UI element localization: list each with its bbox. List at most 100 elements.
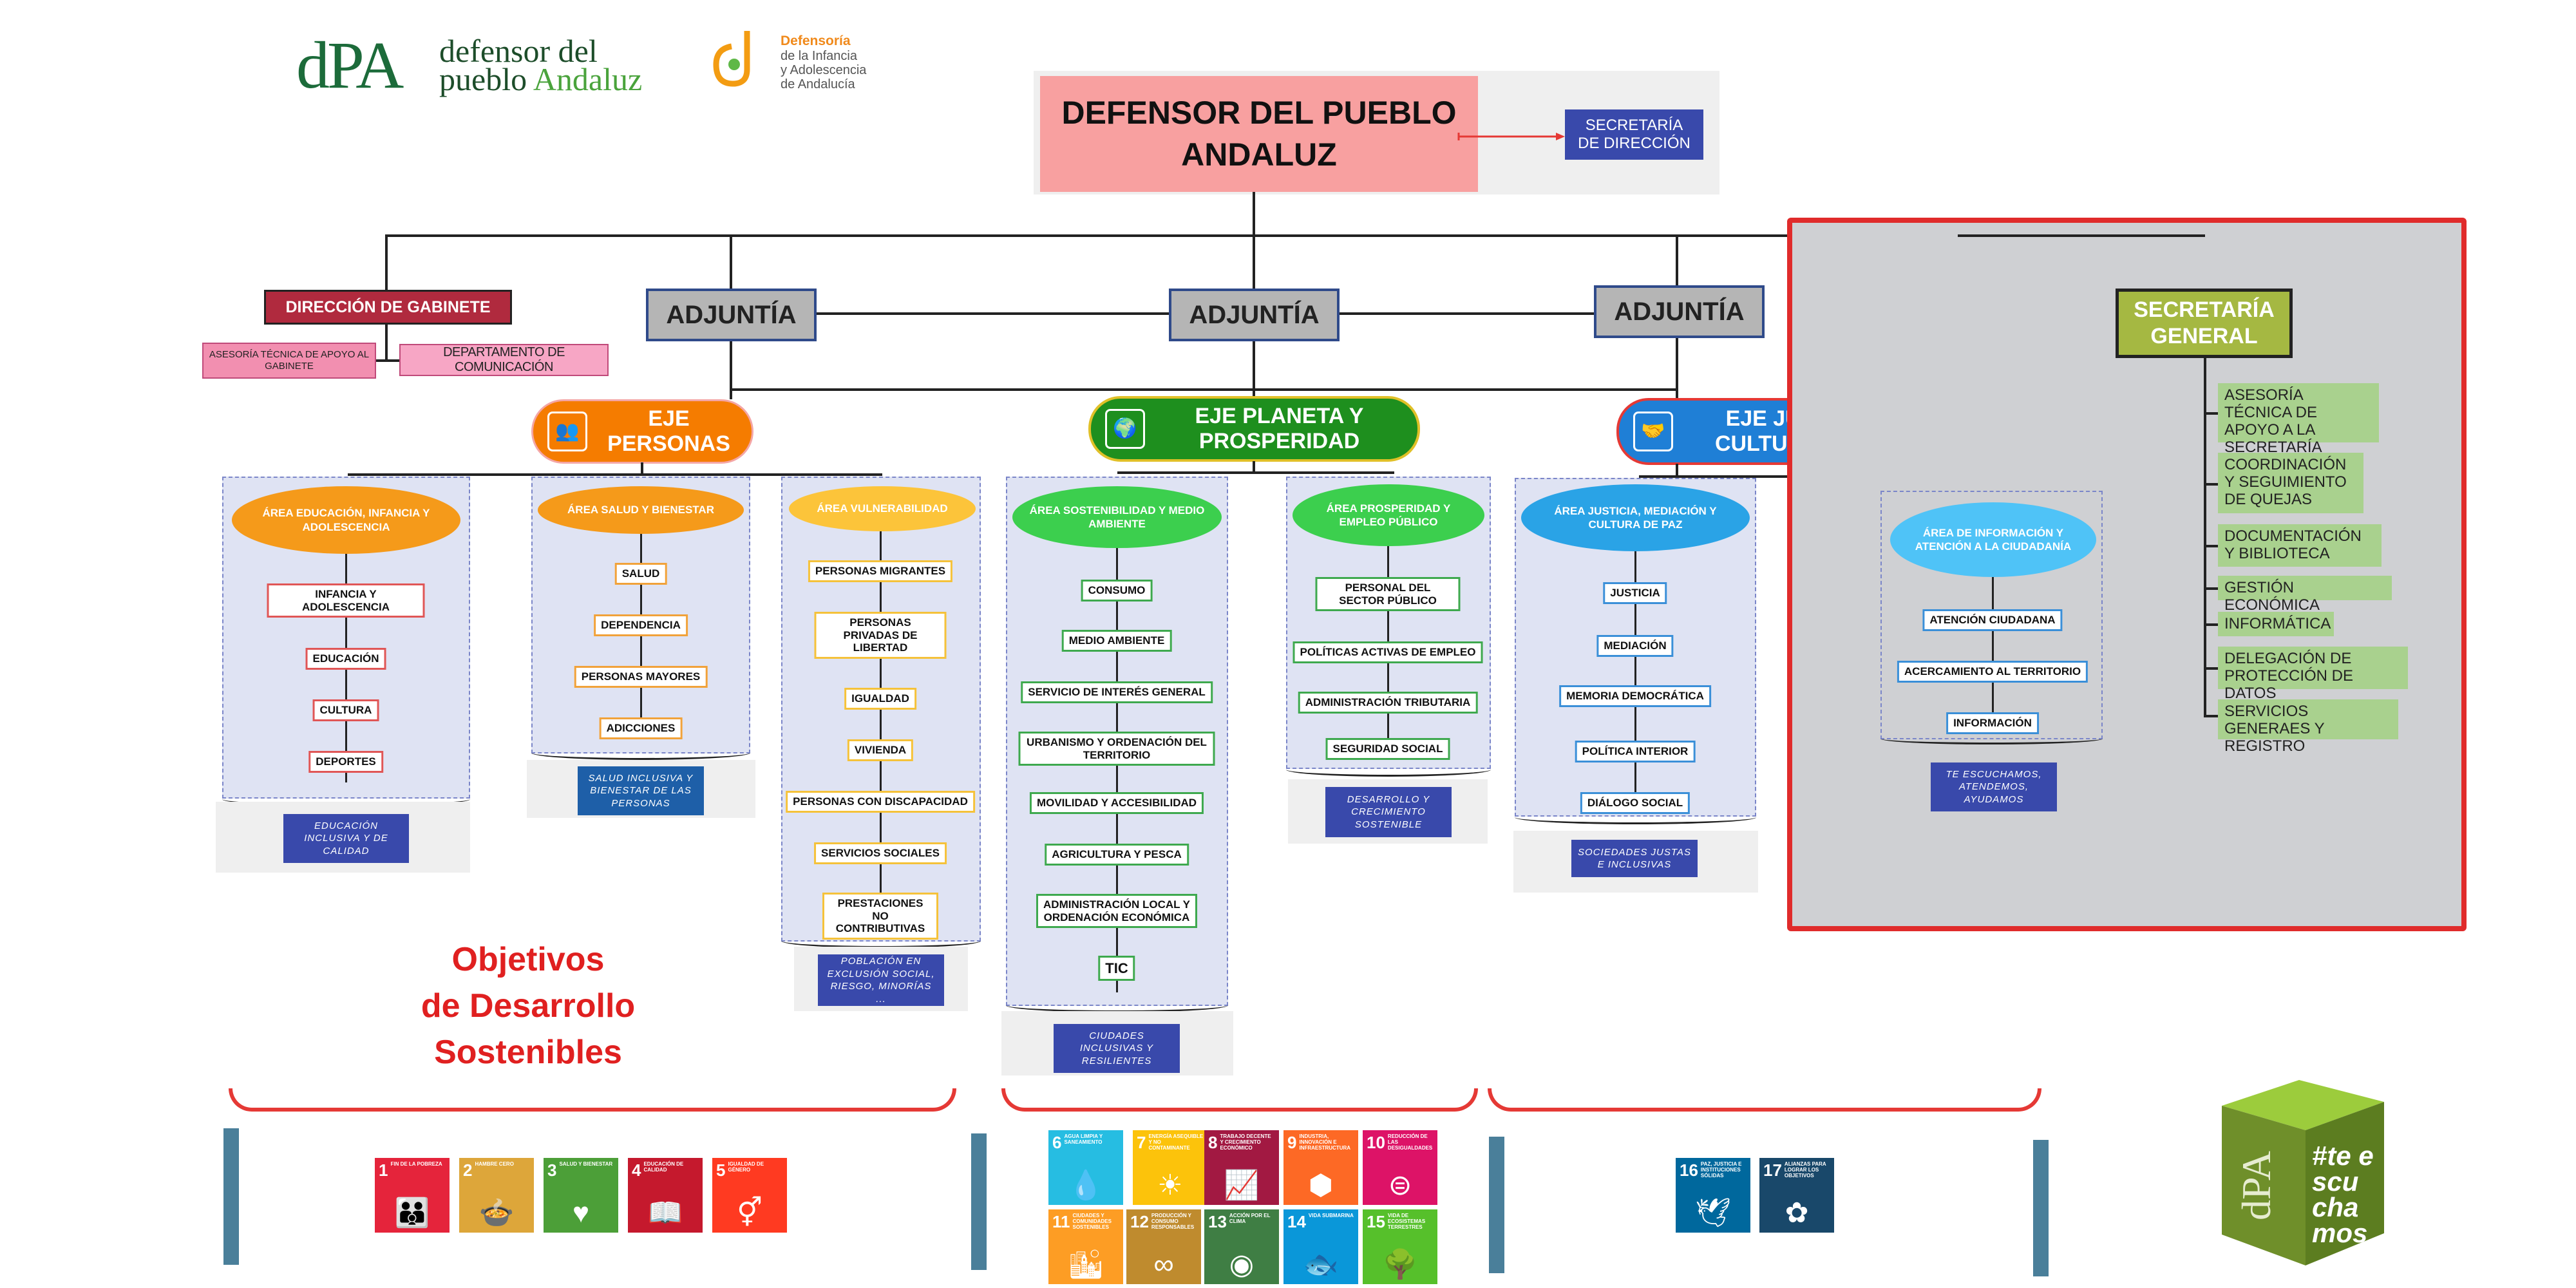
connector-sg-item-2 xyxy=(2204,545,2218,547)
ods-number: 3 xyxy=(547,1160,557,1180)
ods-heading: Objetivos de Desarrollo Sostenibles xyxy=(412,937,644,1075)
area-prosperidad-bracket xyxy=(1286,762,1491,777)
ods-label: Acción por el clima xyxy=(1229,1213,1271,1224)
connector-adj1 xyxy=(730,234,732,290)
ods-label: Paz, justicia e instituciones sólidas xyxy=(1700,1161,1742,1179)
ods-heading-line2: de Desarrollo xyxy=(421,987,636,1025)
ods-16-icon: 16Paz, justicia e instituciones sólidas 🕊 xyxy=(1676,1158,1750,1233)
connector-top-horizontal xyxy=(385,234,2205,237)
tag-educacion: EDUCACIÓN INCLUSIVA Y DE CALIDAD xyxy=(283,814,409,863)
ods-number: 6 xyxy=(1052,1133,1062,1152)
ods-divider xyxy=(223,1128,239,1265)
area-sostenibilidad-title: ÁREA SOSTENIBILIDAD Y MEDIO AMBIENTE xyxy=(1012,486,1222,548)
secretaria-arrow xyxy=(1457,132,1566,140)
ods-label: Reducción de las desigualdades xyxy=(1387,1133,1433,1151)
area-justicia-bracket xyxy=(1515,810,1756,824)
area-informacion-item: ATENCIÓN CIUDADANA xyxy=(1922,609,2063,631)
area-vulnerabilidad-title: ÁREA VULNERABILIDAD xyxy=(789,486,976,531)
ods-number: 5 xyxy=(716,1160,726,1180)
ods-6-icon: 6Agua limpia y saneamiento💧 xyxy=(1048,1130,1123,1205)
ods-label: Salud y bienestar xyxy=(559,1161,613,1167)
connector-planeta-down xyxy=(1253,461,1255,473)
te-escuchamos-cube: dPA #te escu cha mos xyxy=(2215,1072,2389,1272)
ods-label: Ciudades y comunidades sostenibles xyxy=(1072,1213,1112,1230)
asesoria-gabinete-box: ASESORÍA TÉCNICA DE APOYO AL GABINETE xyxy=(202,343,376,379)
area-justicia-item: POLÍTICA INTERIOR xyxy=(1575,741,1696,762)
ods-number: 11 xyxy=(1052,1212,1070,1231)
connector-sg-item-6 xyxy=(2204,715,2218,717)
area-salud-item: SALUD xyxy=(614,563,667,585)
comunicacion-box: DEPARTAMENTO DE COMUNICACIÓN xyxy=(399,344,609,376)
area-salud-item: DEPENDENCIA xyxy=(594,614,688,636)
dpa-logo-mark: dPA xyxy=(296,28,404,102)
eje-planeta-line2: PROSPERIDAD xyxy=(1198,429,1360,453)
area-educacion-item: DEPORTES xyxy=(308,751,383,773)
ods-bracket-planeta xyxy=(1001,1088,1478,1112)
dpa-logo-line2: pueblo Andaluz xyxy=(439,61,643,97)
adjuntia-1-box: ADJUNTÍA xyxy=(646,289,817,341)
eje-personas-box: 👥 EJE PERSONAS xyxy=(531,399,753,464)
secretaria-general-box: SECRETARÍA GENERAL xyxy=(2116,289,2293,358)
secretaria-direccion-box: SECRETARÍA DE DIRECCIÓN xyxy=(1565,109,1703,160)
secretaria-general-line1: SECRETARÍA xyxy=(2134,298,2275,323)
area-sostenibilidad-spine xyxy=(1116,548,1118,992)
ods-3-icon: 3Salud y bienestar ♥ xyxy=(544,1158,618,1233)
connector-justicia-down xyxy=(1676,464,1678,477)
area-sostenibilidad-item: URBANISMO Y ORDENACIÓN DEL TERRITORIO xyxy=(1018,732,1215,766)
ods-heading-line3: Sostenibles xyxy=(434,1033,622,1071)
ods-glyph-icon: ⚥ xyxy=(737,1197,762,1229)
connector-eje-justicia xyxy=(1676,335,1678,398)
ods-label: Industria, innovación e infraestructura xyxy=(1299,1133,1351,1151)
area-educacion-item: EDUCACIÓN xyxy=(305,648,386,670)
cube-graphic xyxy=(2222,1080,2384,1265)
eje-planeta-box: 🌍 EJE PLANETA Y PROSPERIDAD xyxy=(1088,396,1420,462)
ods-bracket-personas xyxy=(229,1088,956,1112)
area-informacion-title: ÁREA DE INFORMACIÓN Y ATENCIÓN A LA CIUD… xyxy=(1890,502,2096,577)
area-vulnerabilidad-item: PRESTACIONES NO CONTRIBUTIVAS xyxy=(822,893,938,940)
connector-gabinete xyxy=(385,234,388,290)
ods-number: 16 xyxy=(1680,1160,1698,1180)
connector-personas-areas xyxy=(348,473,882,476)
ods-number: 12 xyxy=(1130,1212,1149,1231)
area-vulnerabilidad-item: IGUALDAD xyxy=(844,688,916,710)
dpa-logo-line1: defensor del xyxy=(439,33,598,69)
connector-sg-item-3 xyxy=(2204,587,2218,590)
defensoria-icon xyxy=(708,24,766,89)
area-sostenibilidad-item: AGRICULTURA Y PESCA xyxy=(1045,844,1189,866)
connector-planeta-areas xyxy=(1117,471,1394,474)
planet-hands-icon: 🌍 xyxy=(1105,409,1145,449)
area-justicia-item: JUSTICIA xyxy=(1603,582,1667,604)
ods-label: Trabajo decente y crecimiento económico xyxy=(1220,1133,1271,1151)
handshake-icon: 🤝 xyxy=(1633,412,1673,451)
ods-number: 7 xyxy=(1137,1133,1146,1152)
ods-glyph-icon: 🕊 xyxy=(1695,1197,1731,1229)
area-salud-bracket xyxy=(531,746,750,760)
tag-salud: SALUD INCLUSIVA Y BIENESTAR DE LAS PERSO… xyxy=(578,766,704,815)
ods-number: 4 xyxy=(632,1160,641,1180)
connector-sg-list xyxy=(2204,358,2206,716)
sg-item-documentacion: DOCUMENTACIÓN Y BIBLIOTECA xyxy=(2218,524,2382,567)
ods-glyph-icon: ⬢ xyxy=(1308,1170,1334,1201)
area-vulnerabilidad-item: VIVIENDA xyxy=(847,739,914,761)
area-educacion-item: INFANCIA Y ADOLESCENCIA xyxy=(267,583,425,618)
area-sostenibilidad-item: MOVILIDAD Y ACCESIBILIDAD xyxy=(1029,792,1204,814)
area-informacion-item: ACERCAMIENTO AL TERRITORIO xyxy=(1897,661,2088,683)
ods-bracket-justicia xyxy=(1488,1088,2041,1112)
ods-glyph-icon: ♥ xyxy=(572,1197,590,1229)
area-prosperidad-item: PERSONAL DEL SECTOR PÚBLICO xyxy=(1315,577,1461,612)
people-group-icon: 👥 xyxy=(547,412,587,451)
ods-2-icon: 2Hambre cero🍲 xyxy=(459,1158,534,1233)
ods-1-icon: 1Fin de la pobreza👪 xyxy=(375,1158,450,1233)
area-sostenibilidad-item: ADMINISTRACIÓN LOCAL Y ORDENACIÓN ECONÓM… xyxy=(1036,894,1197,929)
ods-glyph-icon: ☀ xyxy=(1157,1170,1183,1201)
secretaria-general-line2: GENERAL xyxy=(2150,324,2258,348)
ods-5-icon: 5Igualdad de género⚥ xyxy=(712,1158,787,1233)
sg-item-asesoria: ASESORÍA TÉCNICA DE APOYO A LA SECRETARÍ… xyxy=(2218,383,2379,456)
area-vulnerabilidad-item: PERSONAS CON DISCAPACIDAD xyxy=(786,791,975,813)
defensoria-infancia-logo: Defensoría de la Infancia y Adolescencia… xyxy=(708,18,902,95)
area-vulnerabilidad-item: SERVICIOS SOCIALES xyxy=(814,842,947,864)
area-justicia-title: ÁREA JUSTICIA, MEDIACIÓN Y CULTURA DE PA… xyxy=(1521,484,1750,551)
ods-number: 10 xyxy=(1367,1133,1385,1152)
ods-number: 8 xyxy=(1208,1133,1218,1152)
ods-glyph-icon: 🏙 xyxy=(1068,1249,1104,1280)
